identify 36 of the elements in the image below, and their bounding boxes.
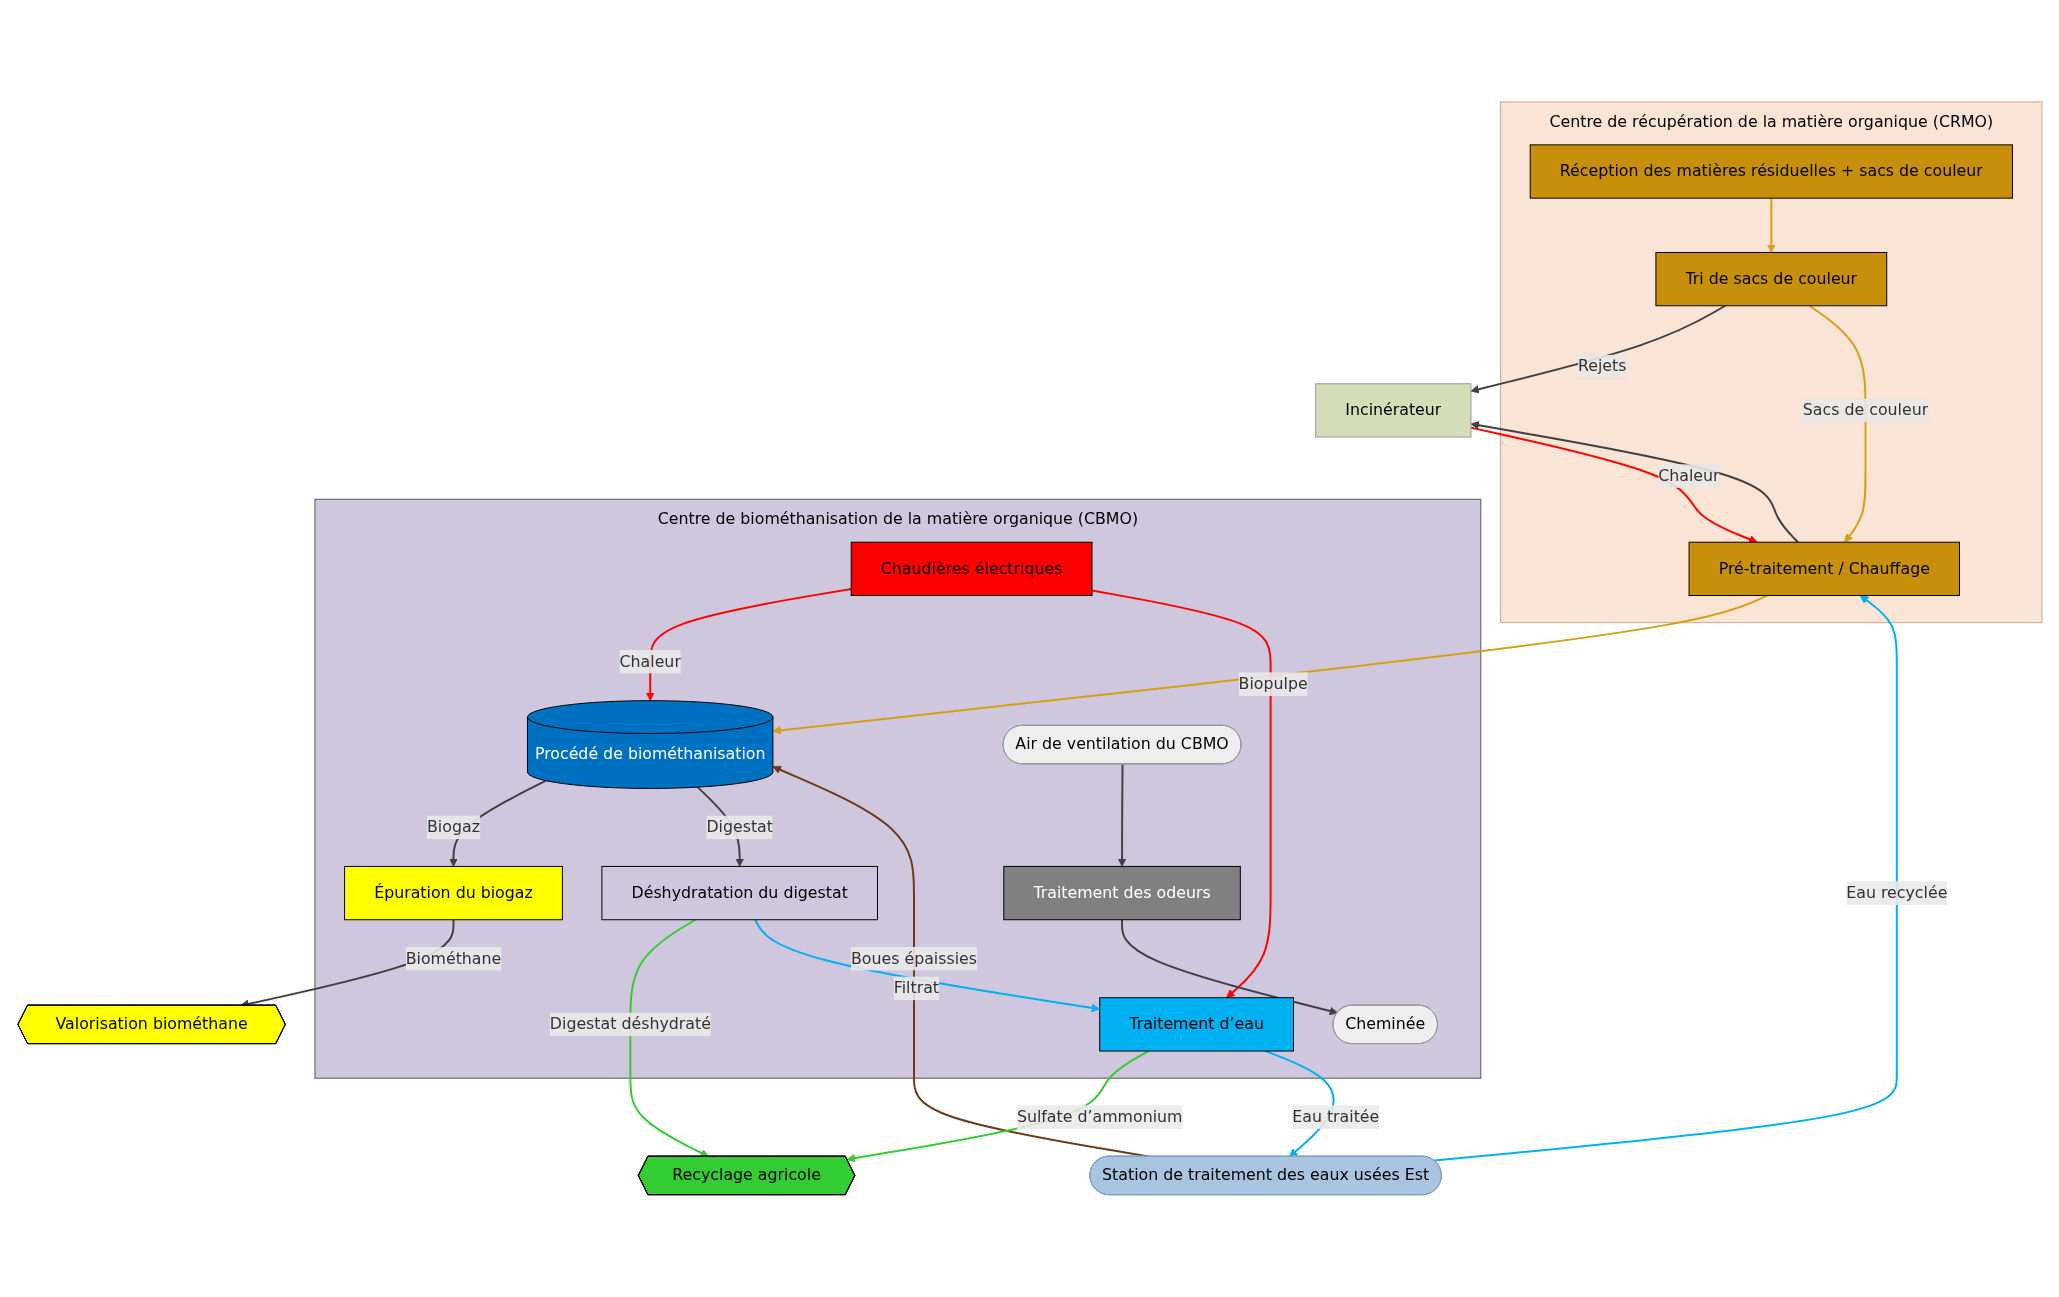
node-box: Chaudières électriques xyxy=(850,541,1092,597)
edge-label: Sulfate d’ammonium xyxy=(1016,1107,1182,1127)
edge-label: Biométhane xyxy=(405,949,501,968)
edge-label: Sacs de couleur xyxy=(1802,400,1928,420)
edge-label: Eau traitée xyxy=(1291,1107,1379,1127)
arrow xyxy=(1432,595,1898,1162)
arrow xyxy=(1766,197,1776,254)
edge-label: Rejets xyxy=(1577,356,1626,376)
arrow xyxy=(753,918,1100,1013)
edge-label: Eau recyclée xyxy=(1845,883,1947,903)
edge-label: Filtrat xyxy=(893,978,939,998)
arrow xyxy=(1090,589,1272,999)
node-box: Traitement des odeurs xyxy=(1002,866,1241,921)
node-box: Réception des matières résiduelles + sacs de couleur xyxy=(1529,144,2013,199)
arrow xyxy=(1470,421,1799,544)
edge-label: Boues épaissies xyxy=(850,949,977,968)
arrow xyxy=(1120,918,1338,1016)
edge-label: Digestat déshydraté xyxy=(549,1014,711,1034)
edge-label: Chaleur xyxy=(1657,466,1720,486)
arrow xyxy=(1808,305,1866,543)
node-box: Déshydratation du digestat xyxy=(600,866,878,921)
arrow xyxy=(1117,763,1126,867)
edge-label: Digestat xyxy=(705,817,773,837)
arrow xyxy=(628,918,709,1158)
node-box: Incinérateur xyxy=(1314,383,1471,438)
node-box: Pré-traitement / Chauffage xyxy=(1688,541,1960,597)
node-box: Épuration du biogaz xyxy=(343,866,563,921)
arrow xyxy=(1470,305,1726,394)
edge-label: Biogaz xyxy=(426,817,480,837)
arrow xyxy=(772,594,1768,735)
edge-label: Chaleur xyxy=(619,652,681,671)
arrow xyxy=(645,588,852,702)
node-box: Tri de sacs de couleur xyxy=(1654,252,1887,307)
arrow xyxy=(1469,426,1758,544)
node-box: Traitement d’eau xyxy=(1098,997,1294,1052)
edge-label: Biopulpe xyxy=(1238,674,1308,694)
